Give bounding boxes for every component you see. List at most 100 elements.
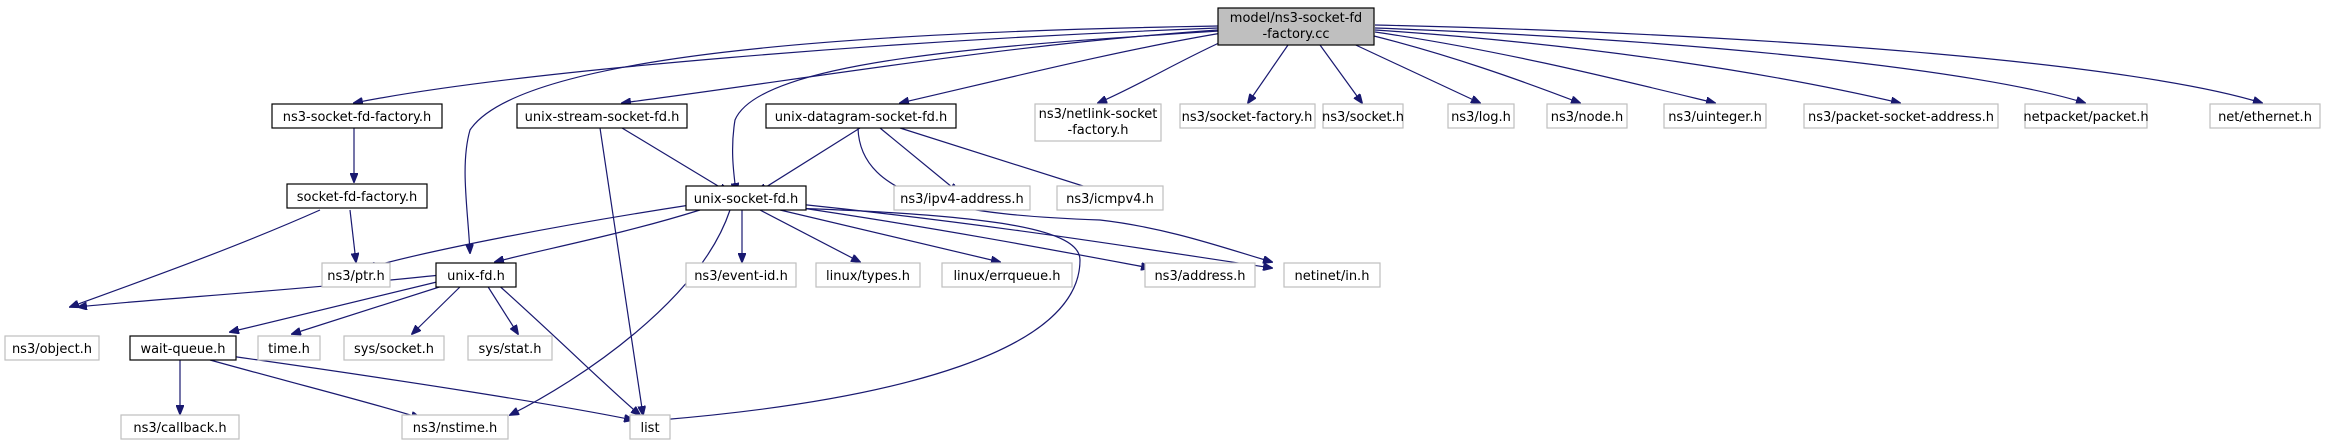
node-ns3-uinteger-h[interactable]: ns3/uinteger.h [1663, 103, 1767, 129]
node-ns3-socket-h[interactable]: ns3/socket.h [1322, 103, 1404, 129]
node-linux-types-h[interactable]: linux/types.h [815, 262, 921, 288]
edge-unix-fd-h-sys-socket-h [412, 281, 466, 334]
edge-unix-socket-fd-h-list [660, 207, 1081, 420]
node-label: ns3/address.h [1154, 269, 1245, 284]
node-ns3-node-h[interactable]: ns3/node.h [1546, 103, 1628, 129]
node-label: ns3/socket-factory.h [1182, 110, 1313, 125]
node-unix-stream-socket-fd-h[interactable]: unix-stream-socket-fd.h [516, 103, 688, 129]
node-label: ns3/nstime.h [413, 421, 497, 436]
node-label: ns3/socket.h [1322, 110, 1404, 125]
edge-unix-socket-fd-h-linux-types-h [759, 209, 860, 262]
node-ns3-address-h[interactable]: ns3/address.h [1144, 262, 1256, 288]
node-ns3-log-h[interactable]: ns3/log.h [1447, 103, 1515, 129]
edge-socket-fd-factory-h-ns3-object-h [70, 209, 321, 307]
edge-wait-queue-h-ns3-nstime-h [209, 359, 420, 418]
node-netinet-in-h[interactable]: netinet/in.h [1283, 262, 1381, 288]
node-unix-fd-h[interactable]: unix-fd.h [435, 262, 517, 288]
node-root-label-2: -factory.cc [1262, 27, 1329, 42]
node-label: time.h [268, 342, 310, 357]
edge-unix-stream-socket-fd-h-list [599, 127, 643, 415]
node-ns3-ipv4-address-h[interactable]: ns3/ipv4-address.h [893, 185, 1031, 211]
edge-unix-fd-h-sys-stat-h [484, 281, 518, 334]
node-ns3-socket-factory-h[interactable]: ns3/socket-factory.h [1179, 103, 1316, 129]
edge-unix-datagram-socket-fd-h-netinet-in-h [857, 127, 1272, 262]
node-label: ns3/icmpv4.h [1066, 192, 1154, 207]
edge-root-netpacket-packet-h [1374, 27, 2085, 103]
node-ns3-ptr-h[interactable]: ns3/ptr.h [321, 262, 391, 288]
node-sys-socket-h[interactable]: sys/socket.h [343, 335, 445, 361]
node-label: socket-fd-factory.h [297, 190, 418, 205]
node-ns3-socket-fd-factory-h[interactable]: ns3-socket-fd-factory.h [271, 103, 443, 129]
node-ns3-nstime-h[interactable]: ns3/nstime.h [401, 414, 509, 440]
edge-wait-queue-h-list [229, 355, 633, 420]
edge-unix-fd-h-list [494, 281, 640, 415]
node-ns3-object-h[interactable]: ns3/object.h [4, 335, 100, 361]
edge-root-net-ethernet-h [1374, 24, 2262, 103]
node-list[interactable]: list [629, 414, 671, 440]
edge-unix-socket-fd-h-linux-errqueue-h [779, 209, 1000, 262]
node-label: net/ethernet.h [2218, 110, 2312, 125]
node-label: sys/stat.h [479, 342, 542, 357]
node-ns3-icmpv4-h[interactable]: ns3/icmpv4.h [1056, 185, 1164, 211]
node-root-file[interactable]: model/ns3-socket-fd -factory.cc [1217, 7, 1375, 46]
node-ns3-netlink-socket-factory-h[interactable]: ns3/netlink-socket -factory.h [1034, 103, 1162, 142]
edge-root-ns3-packet-socket-address-h [1374, 29, 1900, 103]
edge-root-ns3-log-h [1344, 39, 1480, 103]
node-label: unix-fd.h [447, 269, 505, 284]
edge-root-ns3-uinteger-h [1374, 31, 1715, 103]
node-wait-queue-h[interactable]: wait-queue.h [129, 335, 237, 361]
edge-root-ns3-socket-h [1319, 44, 1362, 103]
nodes: model/ns3-socket-fd -factory.cc ns3-sock… [4, 7, 2321, 440]
node-net-ethernet-h[interactable]: net/ethernet.h [2209, 103, 2321, 129]
node-label: list [640, 421, 659, 436]
node-label: ns3/packet-socket-address.h [1808, 110, 1994, 125]
node-label-1: ns3/netlink-socket [1039, 107, 1158, 122]
edge-unix-socket-fd-h-ns3-nstime-h [510, 209, 731, 415]
node-linux-errqueue-h[interactable]: linux/errqueue.h [941, 262, 1073, 288]
edge-root-ns3-socket-factory-h [1248, 44, 1289, 103]
node-root-label-1: model/ns3-socket-fd [1230, 11, 1362, 26]
node-sys-stat-h[interactable]: sys/stat.h [467, 335, 553, 361]
edge-unix-datagram-socket-fd-h-ns3-ipv4-address-h [879, 127, 958, 192]
edge-unix-stream-socket-fd-h-unix-socket-fd-h [621, 127, 728, 192]
edge-unix-socket-fd-h-unix-fd-h [495, 209, 701, 262]
node-label: ns3/object.h [12, 342, 92, 357]
edge-unix-socket-fd-h-ns3-address-h [794, 206, 1150, 268]
edge-unix-socket-fd-h-netinet-in-h [797, 203, 1272, 268]
edge-unix-socket-fd-h-ns3-ptr-h [367, 204, 691, 268]
edge-root-unix-socket-fd-h [733, 30, 1221, 192]
node-label: ns3/ptr.h [327, 269, 385, 284]
node-label: ns3/callback.h [133, 421, 226, 436]
node-label: netinet/in.h [1295, 269, 1370, 284]
node-unix-socket-fd-h[interactable]: unix-socket-fd.h [685, 185, 807, 211]
node-label: unix-datagram-socket-fd.h [775, 110, 948, 125]
edge-root-ns3-netlink-socket-factory-h [1098, 36, 1233, 103]
node-label: ns3/uinteger.h [1668, 110, 1762, 125]
edge-root-ns3-node-h [1369, 34, 1580, 103]
edge-root-unix-datagram-socket-fd-h [900, 32, 1223, 103]
node-label: sys/socket.h [354, 342, 434, 357]
node-label-2: -factory.h [1068, 123, 1129, 138]
node-unix-datagram-socket-fd-h[interactable]: unix-datagram-socket-fd.h [765, 103, 957, 129]
edge-unix-fd-h-wait-queue-h [230, 279, 446, 332]
node-netpacket-packet-h[interactable]: netpacket/packet.h [2023, 103, 2149, 129]
node-label: wait-queue.h [140, 342, 225, 357]
edge-root-unix-fd-h [464, 25, 1219, 253]
edge-unix-datagram-socket-fd-h-ns3-icmpv4-h [899, 127, 1102, 192]
node-label: ns3/ipv4-address.h [900, 192, 1024, 207]
edge-unix-fd-h-time-h [292, 281, 456, 334]
node-label: unix-socket-fd.h [694, 192, 798, 207]
node-label: ns3-socket-fd-factory.h [283, 110, 432, 125]
node-label: ns3/event-id.h [694, 269, 788, 284]
edge-root-ns3-socket-fd-factory-h [354, 27, 1219, 103]
node-time-h[interactable]: time.h [257, 335, 321, 361]
node-label: linux/errqueue.h [953, 269, 1060, 284]
node-ns3-event-id-h[interactable]: ns3/event-id.h [685, 262, 797, 288]
node-label: unix-stream-socket-fd.h [525, 110, 680, 125]
edges [70, 24, 2262, 420]
node-ns3-callback-h[interactable]: ns3/callback.h [120, 414, 240, 440]
node-ns3-packet-socket-address-h[interactable]: ns3/packet-socket-address.h [1803, 103, 1999, 129]
node-socket-fd-factory-h[interactable]: socket-fd-factory.h [286, 183, 428, 209]
node-label: ns3/node.h [1551, 110, 1623, 125]
